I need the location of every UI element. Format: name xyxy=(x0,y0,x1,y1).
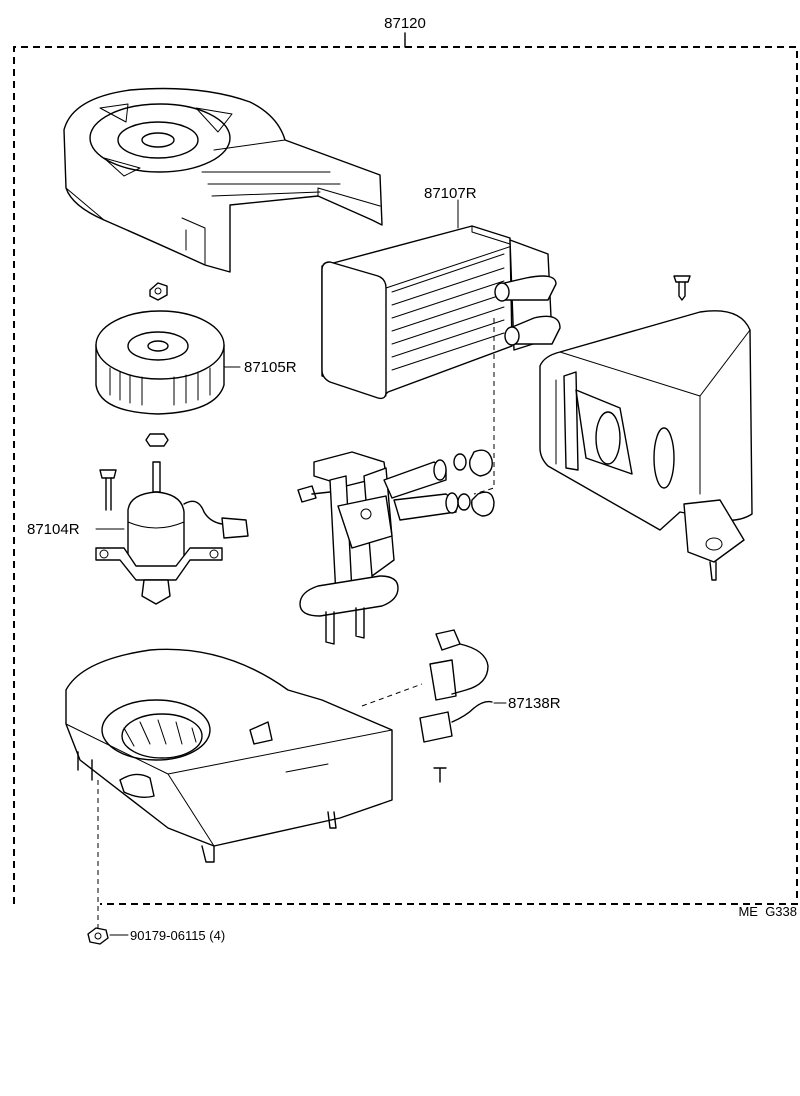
harness-leader xyxy=(361,683,423,707)
label-heater-radiator: 87107R xyxy=(424,185,477,202)
radiator-leader xyxy=(473,318,495,495)
assembly-boundary xyxy=(13,32,798,905)
water-valve-assembly xyxy=(297,451,459,645)
seal-ring-icon xyxy=(453,449,495,517)
heater-radiator xyxy=(321,199,561,400)
wire-harness xyxy=(419,629,507,783)
blower-motor xyxy=(95,461,249,605)
blower-fan xyxy=(95,310,241,415)
heater-case xyxy=(539,310,753,581)
label-wire-harness: 87138R xyxy=(508,695,561,712)
case-screw-icon xyxy=(673,275,691,301)
motor-screw-icon xyxy=(99,469,117,511)
label-blower-fan: 87105R xyxy=(244,359,297,376)
assembly-part-number: 87120 xyxy=(384,15,426,32)
label-nut: 90179-06115 (4) xyxy=(130,928,225,943)
nut-icon xyxy=(87,927,109,945)
fan-nut-icon xyxy=(149,282,168,301)
upper-blower-case xyxy=(63,87,383,273)
fan-washer-icon xyxy=(145,433,169,447)
label-blower-motor: 87104R xyxy=(27,521,80,538)
diagram-code: ME G338 xyxy=(738,904,797,919)
lower-blower-case xyxy=(65,648,393,863)
